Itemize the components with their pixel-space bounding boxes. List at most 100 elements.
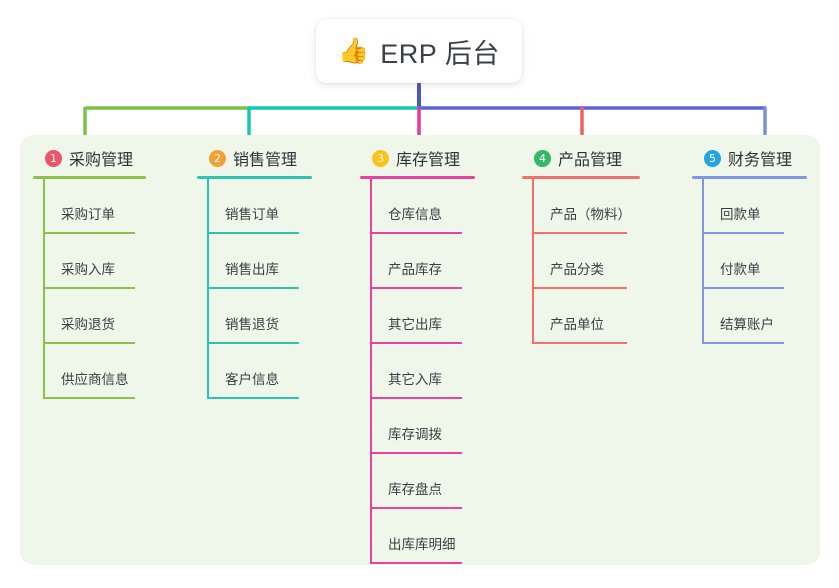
branch-item-rule	[207, 342, 299, 344]
branch-item-list: 产品（物料） 产品分类产品单位	[522, 179, 640, 344]
branch-number-badge: 2	[209, 149, 226, 167]
branch-number-badge: 5	[704, 149, 721, 167]
branch-title: 库存管理	[396, 152, 461, 169]
branch-column-5: 5 财务管理回款单付款单结算账户	[692, 146, 807, 344]
branch-item[interactable]: 结算账户	[692, 289, 807, 344]
branch-header-rule	[360, 176, 475, 179]
branch-item[interactable]: 产品库存	[360, 234, 475, 289]
branch-item-label: 销售退货	[225, 317, 279, 332]
branch-item-label: 出库库明细	[388, 537, 456, 552]
branch-item-list: 销售订单销售出库销售退货客户信息	[197, 179, 312, 399]
branch-item-rule	[370, 507, 462, 509]
branch-item[interactable]: 产品分类	[522, 234, 640, 289]
branch-spine	[207, 179, 209, 399]
branch-item-label: 库存盘点	[388, 482, 442, 497]
branch-number-badge: 1	[45, 149, 62, 167]
branch-item-rule	[370, 562, 462, 564]
branch-item-label: 销售出库	[225, 262, 279, 277]
branch-spine	[370, 179, 372, 564]
branch-item-label: 采购退货	[61, 317, 115, 332]
branch-item[interactable]: 其它入库	[360, 344, 475, 399]
branch-item-label: 付款单	[720, 262, 761, 277]
branch-title: 采购管理	[69, 152, 134, 169]
branch-item-rule	[370, 397, 462, 399]
branch-item[interactable]: 其它出库	[360, 289, 475, 344]
branch-item-label: 产品（物料）	[550, 207, 631, 222]
branch-number-badge: 3	[372, 149, 389, 167]
branch-header-rule	[33, 176, 146, 179]
branch-item-rule	[43, 232, 135, 234]
branch-item[interactable]: 库存盘点	[360, 454, 475, 509]
branch-title: 产品管理	[558, 152, 623, 169]
branch-item-label: 供应商信息	[61, 372, 129, 387]
branch-item-rule	[370, 232, 462, 234]
branch-item-list: 回款单付款单结算账户	[692, 179, 807, 344]
branch-item[interactable]: 付款单	[692, 234, 807, 289]
branch-item-label: 仓库信息	[388, 207, 442, 222]
branch-item[interactable]: 采购订单	[33, 179, 146, 234]
branch-item-label: 采购入库	[61, 262, 115, 277]
branch-item-rule	[702, 232, 784, 234]
branch-item-label: 其它出库	[388, 317, 442, 332]
branch-item[interactable]: 供应商信息	[33, 344, 146, 399]
branch-item-rule	[370, 342, 462, 344]
branch-title: 财务管理	[728, 152, 793, 169]
branch-item-label: 其它入库	[388, 372, 442, 387]
branch-item-rule	[702, 342, 784, 344]
branch-item[interactable]: 销售退货	[197, 289, 312, 344]
branch-header-1[interactable]: 1 采购管理	[33, 146, 146, 170]
branch-header-rule	[197, 176, 312, 179]
branch-item-rule	[43, 397, 135, 399]
branch-header-rule	[692, 176, 807, 179]
branch-item-rule	[702, 287, 784, 289]
branch-item-rule	[532, 287, 627, 289]
branch-item-rule	[532, 232, 627, 234]
branch-item-label: 产品单位	[550, 317, 604, 332]
branch-column-1: 1 采购管理采购订单采购入库采购退货供应商信息	[33, 146, 146, 399]
branch-item[interactable]: 销售订单	[197, 179, 312, 234]
branch-item-label: 库存调拨	[388, 427, 442, 442]
branch-item[interactable]: 出库库明细	[360, 509, 475, 564]
branch-item-list: 仓库信息产品库存其它出库其它入库库存调拨库存盘点出库库明细	[360, 179, 475, 564]
branch-item[interactable]: 客户信息	[197, 344, 312, 399]
content-panel	[20, 135, 820, 565]
branch-item[interactable]: 回款单	[692, 179, 807, 234]
branch-item[interactable]: 仓库信息	[360, 179, 475, 234]
branch-item-label: 客户信息	[225, 372, 279, 387]
branch-number-badge: 4	[534, 149, 551, 167]
branch-item[interactable]: 采购入库	[33, 234, 146, 289]
root-node-content: 👍 ERP 后台	[338, 32, 500, 71]
branch-item[interactable]: 库存调拨	[360, 399, 475, 454]
thumbs-up-icon: 👍	[338, 36, 370, 65]
branch-item[interactable]: 采购退货	[33, 289, 146, 344]
branch-item-label: 销售订单	[225, 207, 279, 222]
branch-item-rule	[207, 397, 299, 399]
branch-item-label: 采购订单	[61, 207, 115, 222]
branch-item-list: 采购订单采购入库采购退货供应商信息	[33, 179, 146, 399]
branch-item-rule	[370, 287, 462, 289]
branch-item-rule	[43, 342, 135, 344]
branch-header-3[interactable]: 3 库存管理	[360, 146, 475, 170]
branch-column-3: 3 库存管理仓库信息产品库存其它出库其它入库库存调拨库存盘点出库库明细	[360, 146, 475, 564]
branch-header-rule	[522, 176, 640, 179]
root-title: ERP 后台	[380, 38, 500, 69]
branch-item-rule	[370, 452, 462, 454]
branch-item[interactable]: 产品（物料）	[522, 179, 640, 234]
branch-spine	[702, 179, 704, 344]
branch-spine	[532, 179, 534, 344]
branch-item[interactable]: 产品单位	[522, 289, 640, 344]
branch-spine	[43, 179, 45, 399]
branch-header-5[interactable]: 5 财务管理	[692, 146, 807, 170]
branch-item-rule	[43, 287, 135, 289]
root-node[interactable]: 👍 ERP 后台	[316, 19, 522, 83]
branch-header-4[interactable]: 4 产品管理	[522, 146, 640, 170]
branch-item-label: 回款单	[720, 207, 761, 222]
branch-item-label: 产品分类	[550, 262, 604, 277]
branch-column-4: 4 产品管理产品（物料） 产品分类产品单位	[522, 146, 640, 344]
branch-item[interactable]: 销售出库	[197, 234, 312, 289]
branch-item-label: 产品库存	[388, 262, 442, 277]
